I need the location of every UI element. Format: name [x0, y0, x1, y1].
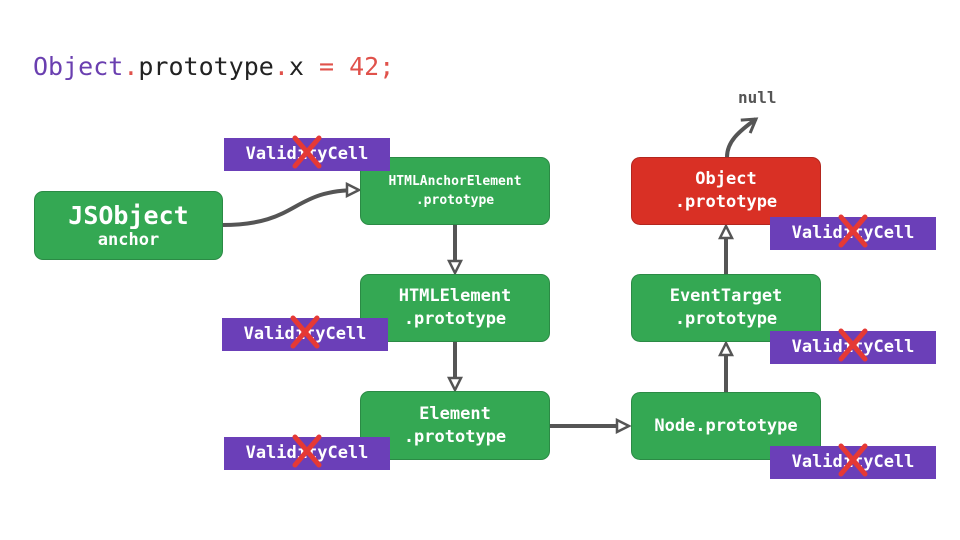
node-eventtarget-title: EventTarget — [669, 286, 783, 306]
validity-cell-element: ValidityCell — [224, 434, 390, 470]
node-element-title: Element — [419, 403, 491, 424]
code-object: Object — [33, 52, 124, 81]
arrow-jsobject-to-anchor-proto — [221, 190, 358, 227]
code-prototype: prototype — [138, 52, 274, 81]
x-mark-icon — [292, 434, 322, 468]
node-element-subtitle: .prototype — [403, 426, 507, 447]
node-htmlanchorelement-title: HTMLAnchorElement — [388, 174, 522, 189]
null-label: null — [738, 88, 777, 107]
validity-cell-eventtarget: ValidityCell — [770, 328, 936, 364]
x-mark-icon — [838, 328, 868, 362]
node-node-title: Node.prototype — [654, 415, 798, 436]
node-htmlelement-prototype: HTMLElement .prototype — [360, 274, 550, 342]
node-htmlanchorelement-prototype: HTMLAnchorElement .prototype — [360, 157, 550, 225]
validity-cell-object: ValidityCell — [770, 214, 936, 250]
code-line: Object.prototype.x = 42; — [33, 50, 394, 84]
node-eventtarget-subtitle: .prototype — [674, 309, 778, 329]
x-mark-icon — [290, 315, 320, 349]
node-jsobject-subtitle: anchor — [97, 229, 160, 250]
x-mark-icon — [838, 214, 868, 248]
validity-cell-node: ValidityCell — [770, 443, 936, 479]
code-dot: . — [273, 52, 289, 81]
node-htmlelement-subtitle: .prototype — [403, 309, 507, 329]
node-object-subtitle: .prototype — [674, 192, 778, 212]
node-jsobject: JSObject anchor — [34, 191, 223, 260]
node-jsobject-title: JSObject — [68, 200, 189, 230]
node-eventtarget-prototype: EventTarget .prototype — [631, 274, 821, 342]
code-dot: . — [123, 52, 139, 81]
node-object-prototype: Object .prototype — [631, 157, 821, 225]
node-htmlanchorelement-subtitle: .prototype — [415, 193, 495, 208]
x-mark-icon — [292, 135, 322, 169]
validity-cell-htmlelement: ValidityCell — [222, 315, 388, 351]
node-htmlelement-title: HTMLElement — [398, 286, 512, 306]
code-assignment: = 42; — [303, 52, 395, 81]
node-object-title: Object — [695, 169, 757, 189]
validity-cell-anchor: ValidityCell — [224, 135, 390, 171]
code-property-x: x — [288, 52, 304, 81]
node-element-prototype: Element .prototype — [360, 391, 550, 460]
arrow-object-to-null — [725, 117, 759, 158]
x-mark-icon — [838, 443, 868, 477]
